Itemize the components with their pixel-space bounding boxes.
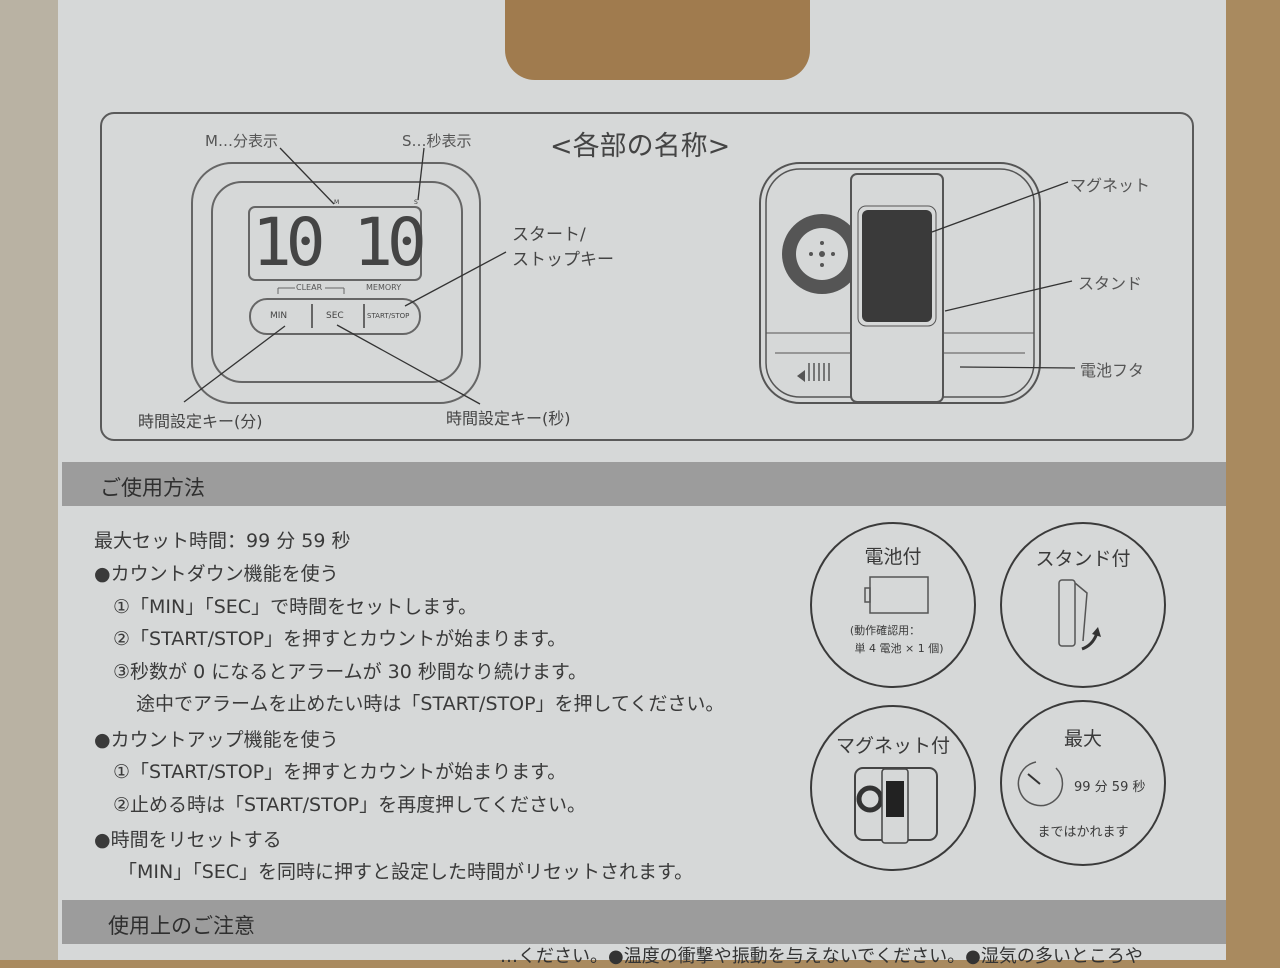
parts-diagram-box bbox=[100, 112, 1194, 441]
usage-line: ●カウントアップ機能を使う bbox=[94, 729, 339, 751]
feature-battery-badge: 電池付 (動作確認用： 単 4 電池 × 1 個) bbox=[810, 522, 976, 688]
label-sec-key: 時間設定キー(秒) bbox=[446, 409, 571, 428]
label-stand: スタンド bbox=[1078, 274, 1143, 293]
feature-battery-title: 電池付 bbox=[864, 546, 922, 568]
usage-header-band: ご使用方法 bbox=[62, 462, 1226, 506]
lcd-s-indicator: S bbox=[414, 199, 418, 206]
usage-line: 「MIN」「SEC」を同時に押すと設定した時間がリセットされます。 bbox=[118, 861, 694, 883]
hang-hole bbox=[505, 0, 810, 80]
min-button[interactable]: MIN bbox=[270, 311, 288, 321]
label-magnet: マグネット bbox=[1070, 176, 1151, 195]
usage-line: ●カウントダウン機能を使う bbox=[94, 563, 339, 585]
stand-icon bbox=[1058, 579, 1101, 651]
parts-title: <各部の名称> bbox=[550, 131, 731, 162]
label-second-display: S…秒表示 bbox=[402, 132, 472, 150]
lcd-m-indicator: M bbox=[334, 199, 340, 206]
feature-max-value: 99 分 59 秒 bbox=[1074, 780, 1146, 795]
feature-magnet-badge: マグネット付 bbox=[810, 705, 976, 871]
usage-line: ●時間をリセットする bbox=[94, 829, 282, 851]
usage-line: 最大セット時間：99 分 59 秒 bbox=[94, 530, 351, 552]
background-left bbox=[0, 0, 58, 960]
feature-max-title: 最大 bbox=[1063, 728, 1102, 750]
feature-max-badge: 最大 99 分 59 秒 まではかれます bbox=[1000, 700, 1166, 866]
battery-icon bbox=[864, 576, 929, 614]
usage-line: ②「START/STOP」を押すとカウントが始まります。 bbox=[113, 628, 567, 650]
sec-button[interactable]: SEC bbox=[326, 311, 344, 321]
usage-line: ③秒数が 0 になるとアラームが 30 秒間なり続けます。 bbox=[113, 661, 587, 683]
caution-header-band: 使用上のご注意 bbox=[62, 900, 1226, 944]
feature-battery-note1: (動作確認用： bbox=[849, 624, 921, 637]
lcd-digits: 10 10 bbox=[252, 204, 427, 281]
feature-stand-badge: スタンド付 bbox=[1000, 522, 1166, 688]
usage-line: ①「MIN」「SEC」で時間をセットします。 bbox=[113, 596, 478, 618]
label-min-key: 時間設定キー(分) bbox=[138, 412, 263, 431]
usage-line: 途中でアラームを止めたい時は「START/STOP」を押してください。 bbox=[136, 693, 725, 715]
caution-partial-line: …ください。●温度の衝撃や振動を与えないでください。●湿気の多いところや bbox=[500, 946, 1143, 967]
feature-max-note: まではかれます bbox=[1037, 825, 1129, 840]
clear-label: CLEAR bbox=[296, 283, 323, 292]
magnet-timer-icon bbox=[854, 767, 938, 844]
label-minute-display: M…分表示 bbox=[205, 132, 278, 150]
memory-label: MEMORY bbox=[366, 283, 402, 292]
feature-stand-title: スタンド付 bbox=[1035, 548, 1131, 570]
label-start-stop-1: スタート/ bbox=[512, 225, 586, 245]
start-stop-button[interactable]: START/STOP bbox=[367, 312, 410, 320]
usage-line: ①「START/STOP」を押すとカウントが始まります。 bbox=[113, 761, 567, 783]
usage-heading: ご使用方法 bbox=[100, 476, 205, 500]
feature-magnet-title: マグネット付 bbox=[835, 735, 950, 757]
caution-heading: 使用上のご注意 bbox=[108, 914, 255, 938]
feature-battery-note2: 単 4 電池 × 1 個) bbox=[854, 642, 944, 655]
label-battery-cover: 電池フタ bbox=[1080, 361, 1145, 380]
usage-line: ②止める時は「START/STOP」を再度押してください。 bbox=[113, 794, 586, 816]
dial-icon bbox=[1017, 761, 1064, 807]
label-start-stop-2: ストップキー bbox=[512, 250, 614, 270]
